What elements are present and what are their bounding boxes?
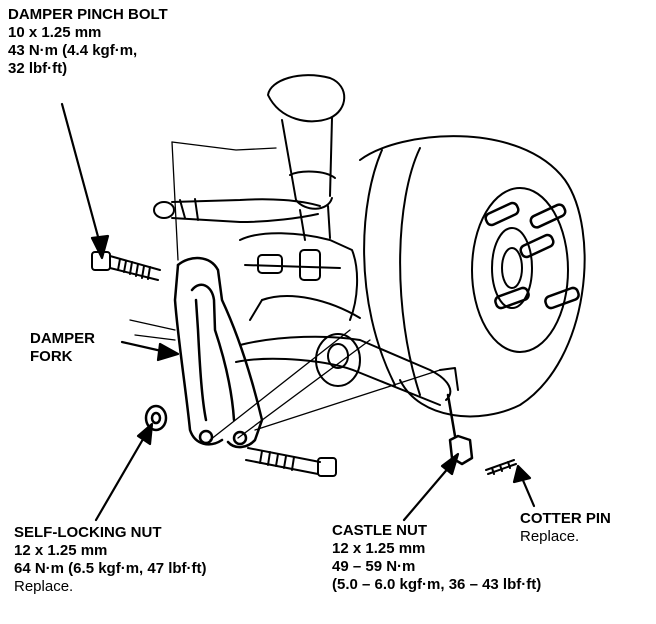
upper-arm [153,198,321,223]
damper-fork-line-2: FORK [30,348,73,365]
damper-pinch-bolt-torque-1: 43 N·m (4.4 kgf·m, [8,42,138,59]
self-locking-nut-label: SELF-LOCKING NUT 12 x 1.25 mm 64 N·m (6.… [14,524,207,596]
castle-nut-label: CASTLE NUT 12 x 1.25 mm 49 – 59 N·m (5.0… [332,522,541,594]
self-locking-nut-note: Replace. [14,578,74,595]
self-locking-nut-size: 12 x 1.25 mm [14,542,108,559]
castle-nut [446,393,474,466]
damper-fork [173,256,264,449]
self-locking-nut [144,404,168,432]
damper-fork-line-1: DAMPER [30,330,96,347]
lower-bolt [245,447,337,477]
construction-lines [129,141,441,441]
strut-body [267,74,346,241]
damper-pinch-bolt-title: DAMPER PINCH BOLT [8,6,168,23]
cotter-pin-note: Replace. [520,528,580,545]
cotter-pin-title: COTTER PIN [520,510,611,527]
castle-nut-torque-1: 49 – 59 N·m [332,558,416,575]
damper-pinch-bolt-torque-2: 32 lbf·ft) [8,60,68,77]
lower-arm [235,333,459,406]
damper-fork-label: DAMPER FORK [30,330,95,366]
damper-pinch-bolt-size: 10 x 1.25 mm [8,24,102,41]
damper-pinch-bolt-label: DAMPER PINCH BOLT 10 x 1.25 mm 43 N·m (4… [8,6,168,78]
wheel-studs [484,201,580,310]
castle-nut-torque-2: (5.0 – 6.0 kgf·m, 36 – 43 lbf·ft) [332,576,542,593]
self-locking-nut-torque: 64 N·m (6.5 kgf·m, 47 lbf·ft) [14,560,207,577]
castle-nut-size: 12 x 1.25 mm [332,540,426,557]
cotter-pin [485,459,517,475]
brake-disc [359,135,586,418]
cotter-pin-label: COTTER PIN Replace. [520,510,611,546]
castle-nut-title: CASTLE NUT [332,522,427,539]
self-locking-nut-title: SELF-LOCKING NUT [14,524,162,541]
leader-arrows [60,102,536,522]
knuckle [239,232,361,321]
